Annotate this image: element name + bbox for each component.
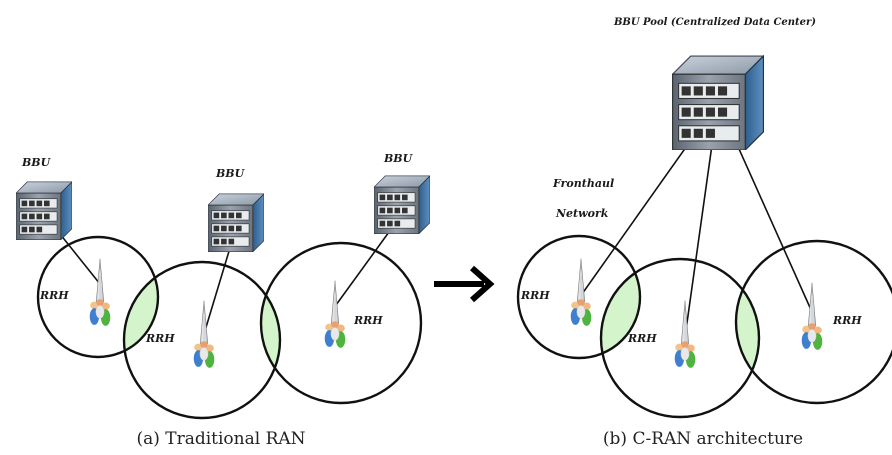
rrh-label: RRH (832, 314, 862, 327)
rrh-label: RRH (39, 289, 69, 302)
bbu-label: BBU (383, 152, 414, 165)
bbu-server-icon (208, 193, 264, 252)
rrh-antenna-icon (570, 258, 592, 327)
bbu-server-icon (16, 181, 72, 240)
traditional-ran-panel: BBU BBU BBU RRH RRH RRH (a) Traditional … (16, 152, 430, 449)
bbu-pool-server-icon (672, 55, 764, 150)
cell-coverage-circle (516, 234, 642, 360)
cell-coverage-circle (734, 239, 892, 405)
rrh-antenna-icon (801, 282, 823, 351)
cell-coverage-circle (122, 260, 282, 420)
bbu-server-icon (374, 175, 430, 234)
rrh-antenna-icon (674, 300, 696, 369)
rrh-antenna-icon (89, 258, 111, 327)
bbu-pool-label: BBU Pool (Centralized Data Center) (613, 17, 816, 28)
rrh-label: RRH (145, 332, 175, 345)
cell-coverage-circle (259, 241, 423, 405)
rrh-antenna-icon (324, 280, 346, 349)
caption-traditional-ran: (a) Traditional RAN (136, 429, 305, 449)
caption-cran-architecture: (b) C-RAN architecture (603, 429, 803, 449)
fronthaul-label-line1: Fronthaul (552, 177, 614, 190)
cell-coverage-circle (599, 257, 761, 419)
cell-coverage-circle (36, 235, 160, 359)
bbu-label: BBU (21, 156, 52, 169)
transition-arrow (434, 265, 495, 303)
fronthaul-label-line2: Network (555, 207, 609, 220)
rrh-label: RRH (627, 332, 657, 345)
cran-panel: BBU Pool (Centralized Data Center) Front… (516, 17, 892, 449)
rrh-label: RRH (520, 289, 550, 302)
bbu-label: BBU (215, 167, 246, 180)
rrh-label: RRH (353, 314, 383, 327)
